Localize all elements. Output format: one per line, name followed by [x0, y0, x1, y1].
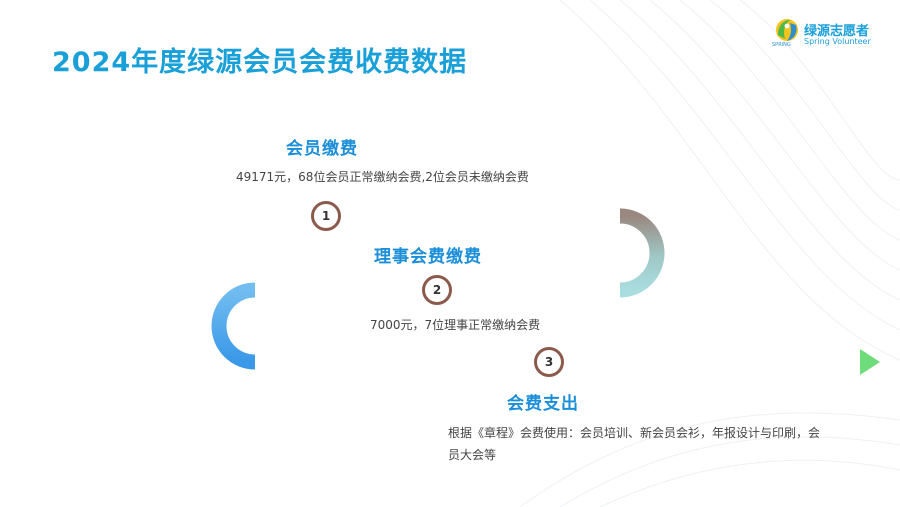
arrow-head-icon [860, 349, 880, 375]
step-2-desc: 7000元，7位理事正常缴纳会费 [370, 318, 541, 332]
step-2-node: 2 [422, 275, 452, 305]
step-2-title: 理事会费缴费 [374, 247, 482, 267]
step-1-title: 会员缴费 [286, 139, 358, 159]
logo-name-cn: 绿源志愿者 [804, 24, 870, 39]
logo-sub-text: SPRING [772, 42, 791, 48]
logo-mark-icon [776, 19, 798, 41]
brand-logo: SPRING 绿源志愿者 Spring Volunteer [772, 17, 892, 51]
step-3-title: 会费支出 [507, 394, 579, 414]
step-1-node: 1 [311, 201, 341, 231]
logo-name-en: Spring Volunteer [804, 37, 871, 46]
page-title: 2024年度绿源会员会费收费数据 [52, 47, 468, 78]
step-3-desc: 根据《章程》会费使用：会员培训、新会员会衫，年报设计与印刷，会员大会等 [448, 426, 821, 462]
step-3-node: 3 [534, 347, 564, 377]
step-1-desc: 49171元，68位会员正常缴纳会费,2位会员未缴纳会费 [236, 170, 529, 184]
